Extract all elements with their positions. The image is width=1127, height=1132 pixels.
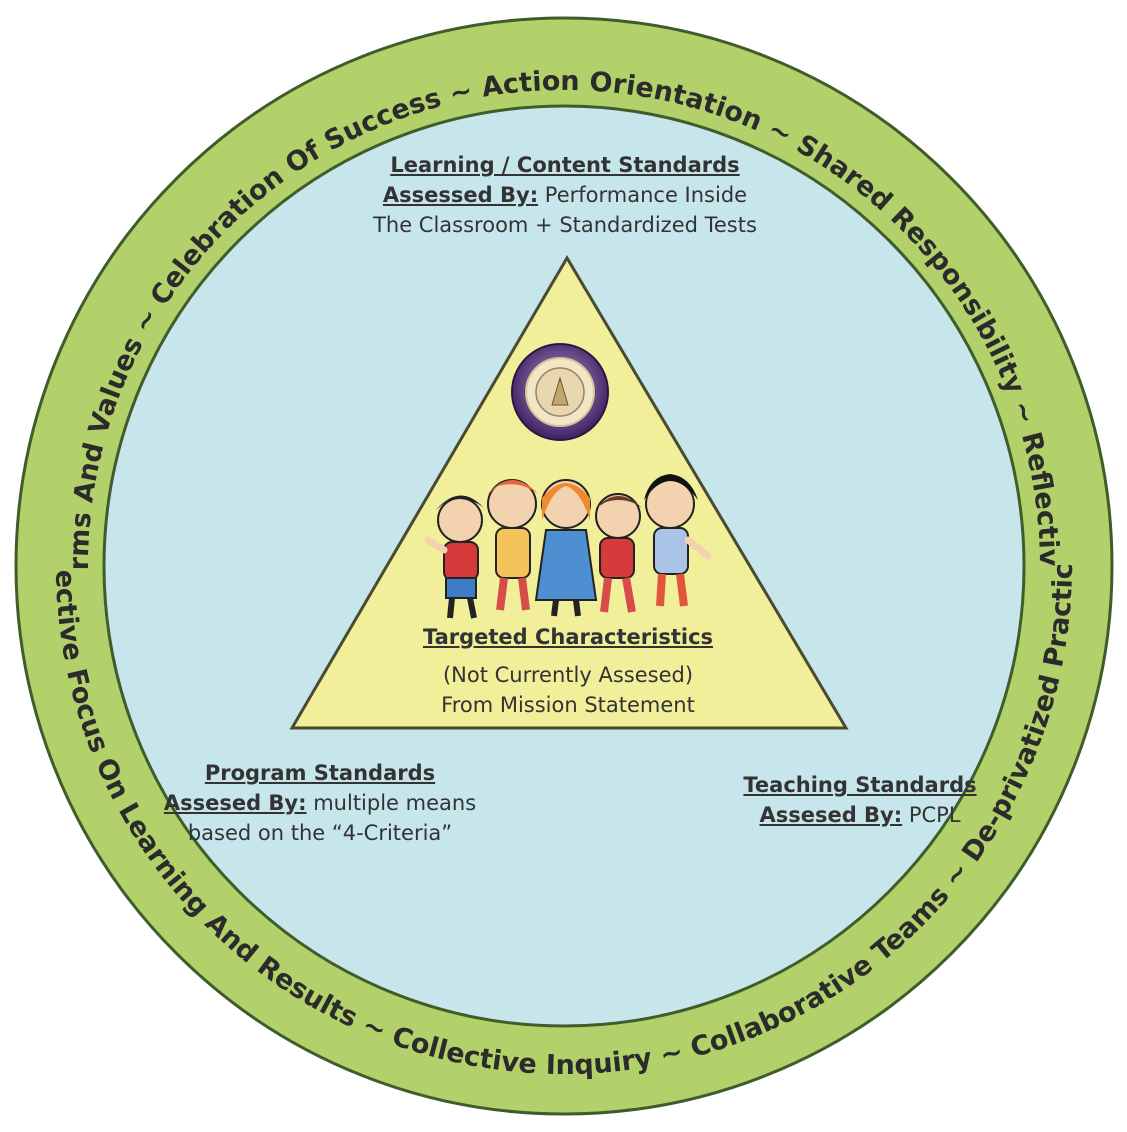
targeted-line2: From Mission Statement <box>441 693 695 717</box>
learning-assessed-rest: Performance Inside <box>544 183 748 207</box>
learning-assessed-line2: The Classroom + Standardized Tests <box>373 213 757 237</box>
targeted-characteristics-block: Targeted Characteristics (Not Currently … <box>400 622 736 720</box>
program-assessed-rest: multiple means <box>313 791 477 815</box>
school-seal-icon <box>511 343 609 441</box>
learning-assessed-prefix: Assessed By: <box>382 183 539 207</box>
teaching-standards-heading: Teaching Standards <box>743 773 977 797</box>
learning-standards-heading: Learning / Content Standards <box>390 153 740 177</box>
children-group-icon <box>424 474 712 619</box>
learning-standards-block: Learning / Content Standards Assessed By… <box>330 150 800 240</box>
teaching-assessed-rest: PCPL <box>908 803 961 827</box>
targeted-line1: (Not Currently Assesed) <box>442 663 694 687</box>
teaching-assessed-line: Assesed By: PCPL <box>700 800 1020 830</box>
targeted-characteristics-heading: Targeted Characteristics <box>422 625 714 649</box>
program-standards-heading: Program Standards <box>204 761 436 785</box>
program-assessed-prefix: Assesed By: <box>163 791 307 815</box>
program-assessed-line2: based on the “4-Criteria” <box>187 821 453 845</box>
learning-assessed-line: Assessed By: Performance Inside <box>330 180 800 210</box>
teaching-assessed-prefix: Assesed By: <box>759 803 903 827</box>
program-standards-block: Program Standards Assesed By: multiple m… <box>140 758 500 848</box>
teaching-standards-block: Teaching Standards Assesed By: PCPL <box>700 770 1020 830</box>
program-assessed-line: Assesed By: multiple means <box>140 788 500 818</box>
